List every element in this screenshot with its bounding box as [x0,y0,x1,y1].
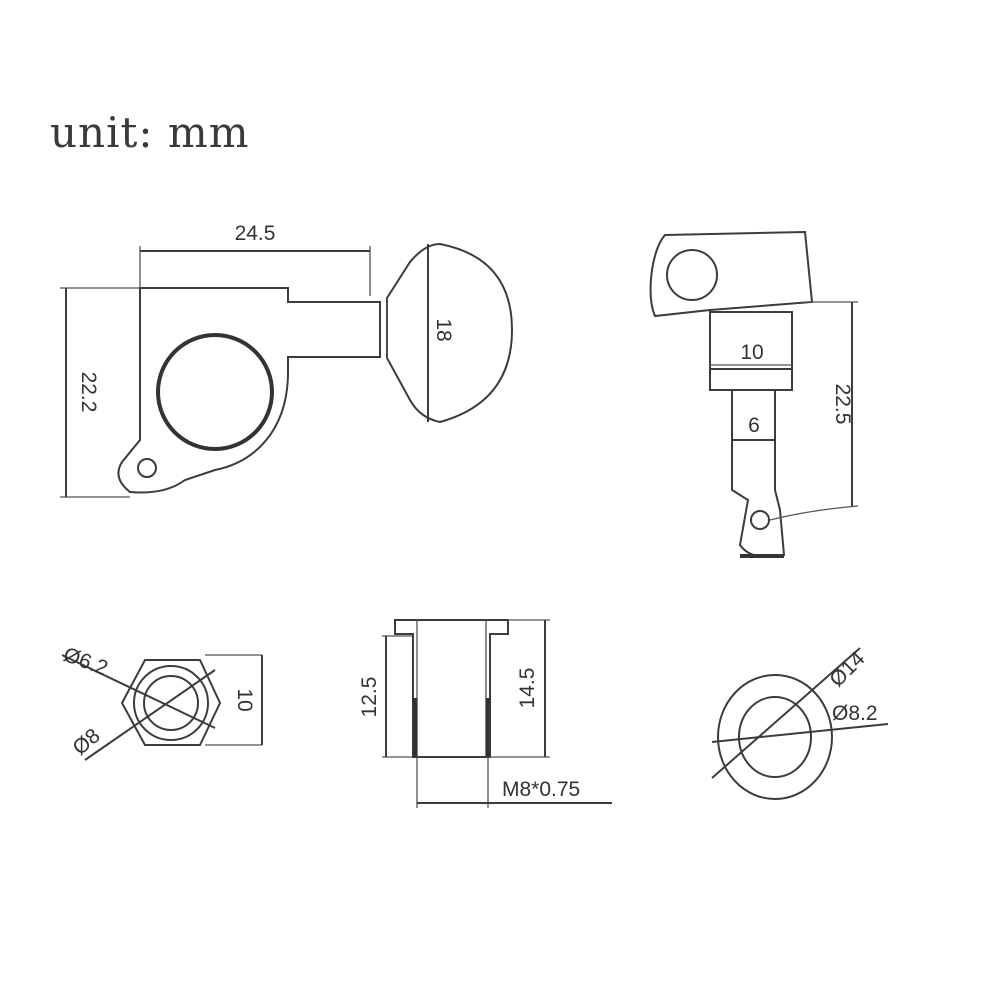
washer-view: Ø14 Ø8.2 [711,647,889,800]
tuner-post-view: 10 6 22.5 [649,230,859,558]
dim-label-bushing-inner-height: 12.5 [358,677,381,718]
dim-label-nut-outer-diameter: Ø8 [68,724,104,760]
hex-nut-outline [120,659,222,746]
bushing-view: 12.5 14.5 M8*0.75 [358,619,612,808]
dim-label-bushing-thread: M8*0.75 [502,778,580,801]
dim-label-washer-outer-diameter: Ø14 [825,647,870,692]
dim-label-button-height: 18 [432,318,455,341]
dim-label-nut-across-flats: 10 [233,688,256,711]
gear-circle [156,333,274,451]
post-plate-outline [649,230,814,318]
washer-inner-circle [738,696,812,778]
dim-line-washer-inner-diameter [711,723,889,743]
dim-line-nut-outer-diameter [84,669,216,761]
hex-nut-view: Ø6.2 Ø8 10 [60,643,263,761]
bushing-outline [394,619,509,758]
nut-outer-circle [133,665,209,741]
washer-outer-circle [717,674,833,800]
post-base-block [709,311,793,391]
nut-inner-circle [143,675,199,731]
dim-label-post-shaft-width: 6 [748,414,760,437]
mounting-hole [137,458,157,478]
dim-label-side-height: 22.2 [77,372,100,413]
dim-label-post-base-width: 10 [740,341,763,364]
post-string-hole [750,510,770,530]
dim-label-side-width: 24.5 [235,222,276,245]
tuner-side-view: 24.5 22.2 18 [60,222,514,498]
tuner-housing-outline [117,287,381,494]
unit-label: unit: mm [50,108,250,157]
dim-line-nut-inner-diameter [61,654,216,729]
dim-label-nut-inner-diameter: Ø6.2 [60,643,111,680]
plate-hole [666,249,718,301]
dim-label-bushing-total-height: 14.5 [516,668,539,709]
dim-line-washer-outer-diameter [711,647,861,779]
dim-label-post-length: 22.5 [831,384,854,425]
dim-extension-line [769,505,859,521]
dim-label-washer-inner-diameter: Ø8.2 [832,702,878,725]
